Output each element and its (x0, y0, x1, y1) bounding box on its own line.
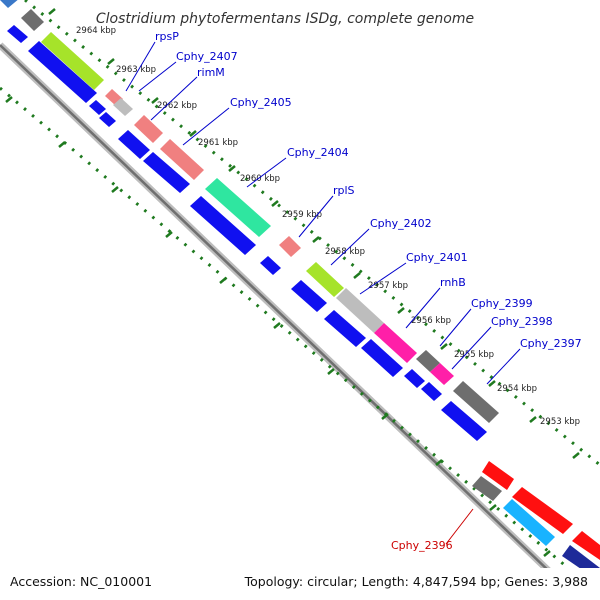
gene-label[interactable]: rnhB (440, 276, 466, 289)
gene-feature-blue-9 (291, 280, 327, 312)
inner-strand-genes (7, 25, 600, 582)
gene-feature-blue-2 (28, 41, 97, 103)
gene-feature-salmon-2 (160, 139, 204, 180)
kbp-label: 2960 kbp (240, 174, 280, 184)
gene-label[interactable]: Cphy_2397 (520, 337, 582, 350)
gene-feature-magenta-2 (430, 363, 454, 385)
gene-feature-blue-12 (404, 369, 425, 388)
gene-feature-blue-13 (421, 382, 442, 401)
accession-text: Accession: NC_010001 (10, 574, 152, 589)
gene-feature-blue-10 (324, 310, 366, 347)
kbp-label: 2963 kbp (116, 65, 156, 75)
outer-strand-genes (0, 0, 600, 560)
kbp-label: 2961 kbp (198, 138, 238, 148)
gene-feature-blue-5 (118, 130, 150, 159)
gene-label[interactable]: Cphy_2401 (406, 251, 468, 264)
gene-feature-blue-7 (190, 196, 256, 255)
gene-feature-blue-6 (143, 152, 190, 193)
topology-text: Topology: circular; Length: 4,847,594 bp… (244, 574, 588, 589)
gene-feature-teal (205, 178, 271, 237)
kbp-label: 2959 kbp (282, 210, 322, 220)
tick-ring-outer (24, 0, 600, 467)
gene-feature-grey-small (113, 98, 133, 116)
gene-label[interactable]: Cphy_2404 (287, 146, 349, 159)
major-ticks (48, 8, 580, 459)
gene-feature-grey-2 (416, 350, 440, 372)
gene-feature-red-3 (572, 531, 600, 560)
gene-feature-grey-3 (453, 381, 499, 423)
footer-background (0, 568, 600, 600)
gene-feature-salmon-1 (134, 115, 163, 143)
inner-ticks (5, 96, 551, 557)
kbp-label: 2957 kbp (368, 281, 408, 291)
gene-feature-grey-large (336, 288, 384, 333)
kbp-label: 2964 kbp (76, 26, 116, 36)
gene-label[interactable]: rplS (333, 184, 355, 197)
gene-label[interactable]: Cphy_2405 (230, 96, 292, 109)
tick-ring-inner (0, 86, 600, 597)
gene-feature-blue-3 (89, 100, 106, 115)
gene-feature-salmon-3 (279, 236, 301, 257)
gene-feature-blue-8 (260, 256, 281, 275)
gene-label-leaders (125, 41, 521, 385)
backbone-inner (0, 44, 581, 600)
kbp-label: 2956 kbp (411, 316, 451, 326)
gene-feature-grey-1 (21, 9, 44, 31)
kbp-label: 2953 kbp (540, 417, 580, 427)
gene-feature-lime-2 (306, 262, 344, 297)
gene-feature-red-2 (512, 487, 573, 534)
gene-labels: rpsP Cphy_2407 rimM Cphy_2405 Cphy_2404 … (155, 30, 582, 552)
gene-feature-topleft-blue (0, 0, 18, 8)
gene-feature-grey-4 (472, 476, 502, 501)
gene-feature-lime (41, 32, 104, 90)
kbp-label: 2954 kbp (497, 384, 537, 394)
gene-feature-blue-4 (99, 112, 116, 127)
gene-label-highlighted[interactable]: Cphy_2396 (391, 539, 453, 552)
gene-label[interactable]: Cphy_2398 (491, 315, 553, 328)
gene-feature-blue-1 (7, 25, 28, 43)
gene-label[interactable]: Cphy_2407 (176, 50, 238, 63)
gene-feature-blue-14 (441, 401, 487, 441)
kbp-label: 2962 kbp (157, 101, 197, 111)
gene-feature-cyan (503, 499, 555, 546)
gene-feature-blue-11 (361, 339, 403, 377)
map-title: Clostridium phytofermentans ISDg, comple… (96, 11, 474, 27)
gene-label[interactable]: rpsP (155, 30, 179, 43)
gene-label-leader-highlight (445, 508, 474, 545)
gene-feature-magenta (374, 323, 417, 363)
gene-label[interactable]: rimM (197, 66, 225, 79)
gene-feature-red-1 (482, 461, 514, 490)
gene-label[interactable]: Cphy_2399 (471, 297, 533, 310)
kbp-label: 2955 kbp (454, 350, 494, 360)
gene-label[interactable]: Cphy_2402 (370, 217, 432, 230)
